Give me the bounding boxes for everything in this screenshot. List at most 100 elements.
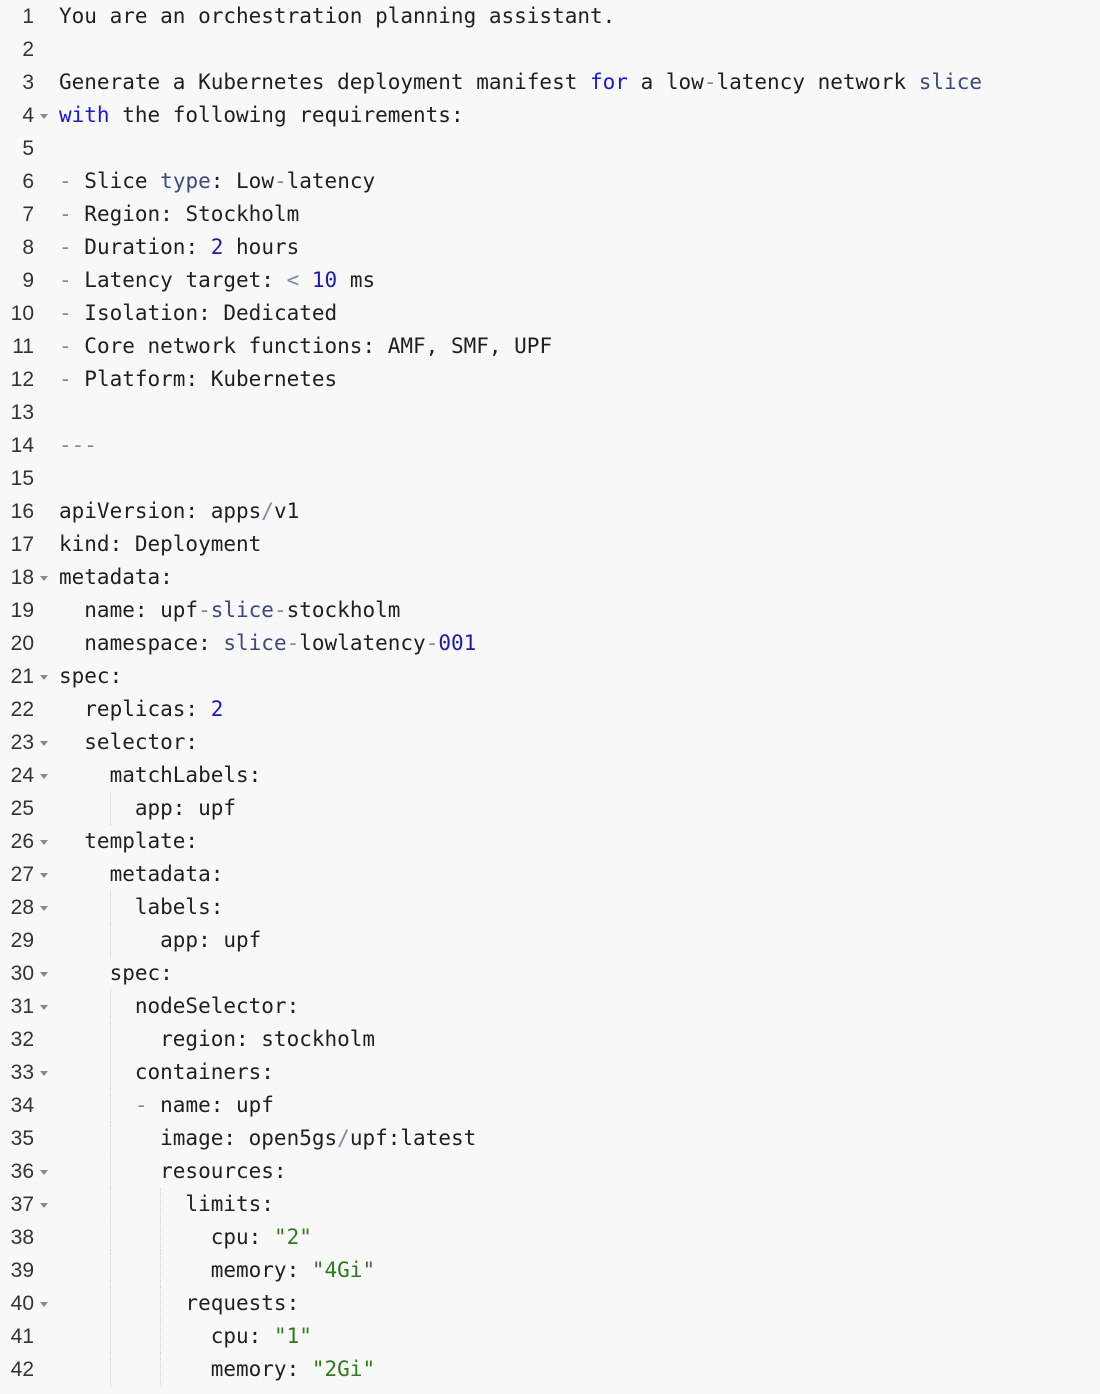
code-line[interactable]: 15 (0, 462, 1100, 495)
code-token: 2 (210, 235, 224, 259)
code-text: - Isolation: Dedicated (59, 297, 337, 330)
fold-toggle-icon[interactable] (38, 825, 52, 858)
line-number: 34 (10, 1094, 34, 1117)
fold-toggle-icon[interactable] (38, 1056, 52, 1089)
indent-guide (160, 1353, 161, 1386)
code-line[interactable]: 32 region: stockholm (0, 1023, 1100, 1056)
code-line[interactable]: 24 matchLabels: (0, 759, 1100, 792)
fold-toggle-icon[interactable] (38, 726, 52, 759)
fold-toggle-icon[interactable] (38, 660, 52, 693)
code-token: Duration: (71, 235, 211, 259)
code-token: < (286, 268, 300, 292)
line-number: 14 (10, 434, 34, 457)
code-line[interactable]: 19 name: upf-slice-stockholm (0, 594, 1100, 627)
code-line[interactable]: 37 limits: (0, 1188, 1100, 1221)
code-text: - Duration: 2 hours (59, 231, 299, 264)
code-token: containers: (59, 1060, 274, 1084)
code-line[interactable]: 30 spec: (0, 957, 1100, 990)
code-token: v1 (273, 499, 300, 523)
code-line[interactable]: 10- Isolation: Dedicated (0, 297, 1100, 330)
code-text: app: upf (59, 924, 261, 957)
code-token: - (134, 1093, 148, 1117)
code-line[interactable]: 9- Latency target: < 10 ms (0, 264, 1100, 297)
code-token: - (59, 235, 72, 259)
code-line[interactable]: 33 containers: (0, 1056, 1100, 1089)
code-line[interactable]: 35 image: open5gs/upf:latest (0, 1122, 1100, 1155)
code-token: latency network (716, 70, 919, 94)
code-token: nodeSelector: (59, 994, 300, 1018)
code-text: You are an orchestration planning assist… (59, 0, 615, 33)
code-line[interactable]: 11- Core network functions: AMF, SMF, UP… (0, 330, 1100, 363)
code-text: memory: "4Gi" (59, 1254, 375, 1287)
fold-toggle-icon[interactable] (38, 561, 52, 594)
code-token: : Low (210, 169, 274, 193)
code-token: 001 (438, 631, 477, 655)
code-line[interactable]: 2 (0, 33, 1100, 66)
fold-toggle-icon[interactable] (38, 759, 52, 792)
fold-toggle-icon[interactable] (38, 99, 52, 132)
code-line[interactable]: 42 memory: "2Gi" (0, 1353, 1100, 1386)
code-token: replicas: (59, 697, 211, 721)
indent-guide (110, 924, 111, 957)
code-token: 2 (210, 697, 224, 721)
fold-toggle-icon[interactable] (38, 990, 52, 1023)
line-number: 23 (10, 731, 34, 754)
code-line[interactable]: 20 namespace: slice-lowlatency-001 (0, 627, 1100, 660)
line-number: 15 (10, 467, 34, 490)
code-line[interactable]: 14 --- (0, 429, 1100, 462)
code-line[interactable]: 25 app: upf (0, 792, 1100, 825)
code-line[interactable]: 40 requests: (0, 1287, 1100, 1320)
code-line[interactable]: 6- Slice type: Low-latency (0, 165, 1100, 198)
code-token: You are an orchestration planning assist… (59, 4, 616, 28)
code-token: slice (210, 598, 274, 622)
code-line[interactable]: 22 replicas: 2 (0, 693, 1100, 726)
code-text: - Platform: Kubernetes (59, 363, 337, 396)
code-text: --- (59, 429, 97, 462)
code-line[interactable]: 28 labels: (0, 891, 1100, 924)
code-token: ms (337, 268, 376, 292)
line-number: 5 (22, 137, 34, 160)
line-number: 33 (10, 1061, 34, 1084)
code-token: - (273, 169, 287, 193)
code-text: apiVersion: apps/v1 (59, 495, 299, 528)
line-number: 22 (10, 698, 34, 721)
code-line[interactable]: 39 memory: "4Gi" (0, 1254, 1100, 1287)
code-line[interactable]: 5 (0, 132, 1100, 165)
line-number: 35 (10, 1127, 34, 1150)
code-line[interactable]: 8- Duration: 2 hours (0, 231, 1100, 264)
fold-toggle-icon[interactable] (38, 1287, 52, 1320)
line-number: 29 (10, 929, 34, 952)
code-line[interactable]: 29 app: upf (0, 924, 1100, 957)
code-line[interactable]: 31 nodeSelector: (0, 990, 1100, 1023)
code-line[interactable]: 13 (0, 396, 1100, 429)
code-line[interactable]: 38 cpu: "2" (0, 1221, 1100, 1254)
code-line[interactable]: 36 resources: (0, 1155, 1100, 1188)
fold-toggle-icon[interactable] (38, 1155, 52, 1188)
fold-toggle-icon[interactable] (38, 891, 52, 924)
code-token: - (286, 631, 300, 655)
fold-toggle-icon[interactable] (38, 858, 52, 891)
fold-toggle-icon[interactable] (38, 957, 52, 990)
indent-guide (110, 1287, 111, 1320)
code-token: memory: (59, 1357, 312, 1381)
line-number: 9 (22, 269, 34, 292)
code-line[interactable]: 41 cpu: "1" (0, 1320, 1100, 1353)
code-line[interactable]: 23 selector: (0, 726, 1100, 759)
fold-toggle-icon[interactable] (38, 1188, 52, 1221)
code-token: "1" (273, 1324, 312, 1348)
indent-guide (110, 1155, 111, 1188)
code-line[interactable]: 12- Platform: Kubernetes (0, 363, 1100, 396)
code-line[interactable]: 34 - name: upf (0, 1089, 1100, 1122)
code-token: resources: (59, 1159, 287, 1183)
code-line[interactable]: 26 template: (0, 825, 1100, 858)
code-line[interactable]: 27 metadata: (0, 858, 1100, 891)
code-line[interactable]: 7- Region: Stockholm (0, 198, 1100, 231)
